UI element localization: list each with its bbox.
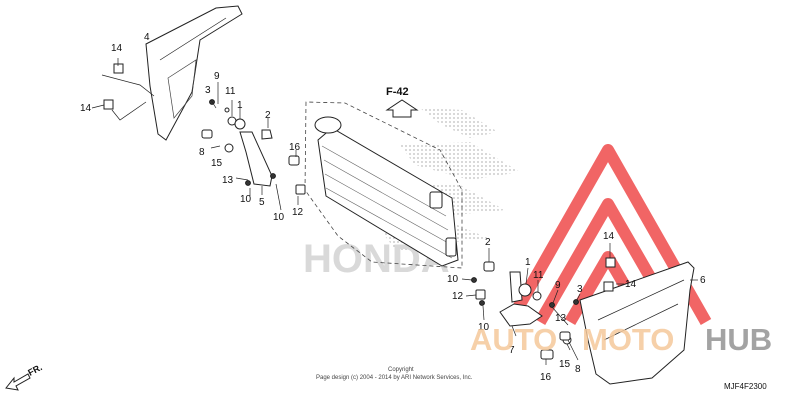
callout-10-left-b: 10 — [273, 212, 285, 223]
callout-5: 5 — [259, 197, 265, 208]
right-screw-10 — [471, 277, 477, 283]
callout-13-left: 13 — [222, 175, 234, 186]
right-callouts: 2 14 10 1 11 9 3 14 6 12 10 13 7 15 8 16 — [447, 231, 706, 383]
callout-2-left: 2 — [265, 110, 271, 121]
right-nut-12 — [475, 289, 486, 300]
callout-12-left: 12 — [292, 207, 304, 218]
left-grommet-15 — [224, 143, 234, 153]
callout-3-right: 3 — [577, 284, 583, 295]
callout-8-left: 8 — [199, 147, 205, 158]
left-washer-9 — [224, 107, 230, 113]
radiator-reference — [304, 101, 463, 269]
callout-12-right: 12 — [452, 291, 464, 302]
callout-10-right-b: 10 — [478, 322, 490, 333]
right-bolt-8 — [559, 331, 571, 341]
left-clip-lower — [103, 99, 114, 110]
right-clip-16 — [540, 349, 554, 360]
reference-arrow-icon — [385, 99, 419, 118]
callout-14-left-lower: 14 — [80, 103, 92, 114]
callout-9-left: 9 — [214, 71, 220, 82]
callout-11-right: 11 — [533, 270, 544, 281]
right-grommet-3 — [573, 299, 579, 305]
left-shroud — [145, 5, 243, 141]
callout-10-left-a: 10 — [240, 194, 252, 205]
watermark-text: AUTO MOTO HUB — [470, 322, 772, 357]
right-grommet-1 — [518, 283, 532, 297]
watermark-auto: AUTO — [470, 322, 557, 357]
right-nut-2 — [483, 261, 495, 272]
right-clip-lower — [603, 281, 614, 292]
right-bracket — [499, 303, 543, 327]
callout-15-right: 15 — [559, 359, 571, 370]
callout-14-left-upper: 14 — [111, 43, 123, 54]
diagram-code: MJF4F2300 — [724, 382, 767, 391]
callout-11-left: 11 — [225, 86, 236, 97]
watermark-hub: HUB — [705, 322, 772, 357]
left-shroud-group — [91, 5, 306, 211]
watermark-moto: MOTO — [582, 322, 674, 357]
left-screw-10b — [245, 180, 251, 186]
callout-10-right-a: 10 — [447, 274, 459, 285]
radiator-cap-icon — [314, 116, 342, 134]
front-label: FR. — [26, 362, 43, 378]
right-clip-upper — [605, 257, 616, 268]
copyright-line-1: Copyright — [388, 367, 414, 373]
callout-14-right-upper: 14 — [603, 231, 615, 242]
left-bracket — [239, 131, 273, 187]
callout-3-left: 3 — [205, 85, 211, 96]
right-shroud-group — [461, 243, 698, 385]
left-clip-upper — [113, 63, 124, 74]
callout-16-left: 16 — [289, 142, 301, 153]
right-shroud — [579, 261, 695, 385]
callout-9-right: 9 — [555, 280, 561, 291]
left-nut-2 — [261, 129, 273, 140]
left-grommet-1 — [234, 118, 246, 130]
right-collar-11 — [532, 291, 542, 301]
callout-13-right: 13 — [555, 313, 567, 324]
copyright-line-2: Page design (c) 2004 - 2014 by ARI Netwo… — [316, 375, 473, 381]
right-washer-9 — [549, 302, 555, 308]
front-arrow-icon — [5, 373, 31, 391]
left-bolt-8 — [201, 129, 213, 139]
callout-7: 7 — [509, 345, 515, 356]
callout-16-right: 16 — [540, 372, 552, 383]
left-screw-10 — [270, 173, 276, 179]
right-screw-10b — [479, 300, 485, 306]
callout-6: 6 — [700, 275, 706, 286]
callout-8-right: 8 — [575, 364, 581, 375]
left-nut-12 — [295, 184, 306, 195]
callout-14-right-lower: 14 — [625, 279, 637, 290]
callout-15-left: 15 — [211, 158, 223, 169]
callout-2-right: 2 — [485, 237, 491, 248]
callout-4: 4 — [144, 32, 150, 43]
callout-1-left: 1 — [237, 100, 243, 111]
left-callouts: 14 14 4 9 3 11 1 2 8 15 16 13 5 10 10 12 — [80, 32, 304, 223]
front-direction: FR. — [5, 362, 44, 391]
callout-1-right: 1 — [525, 257, 531, 268]
left-clip-16 — [288, 155, 300, 166]
reference-label: F-42 — [386, 86, 409, 98]
